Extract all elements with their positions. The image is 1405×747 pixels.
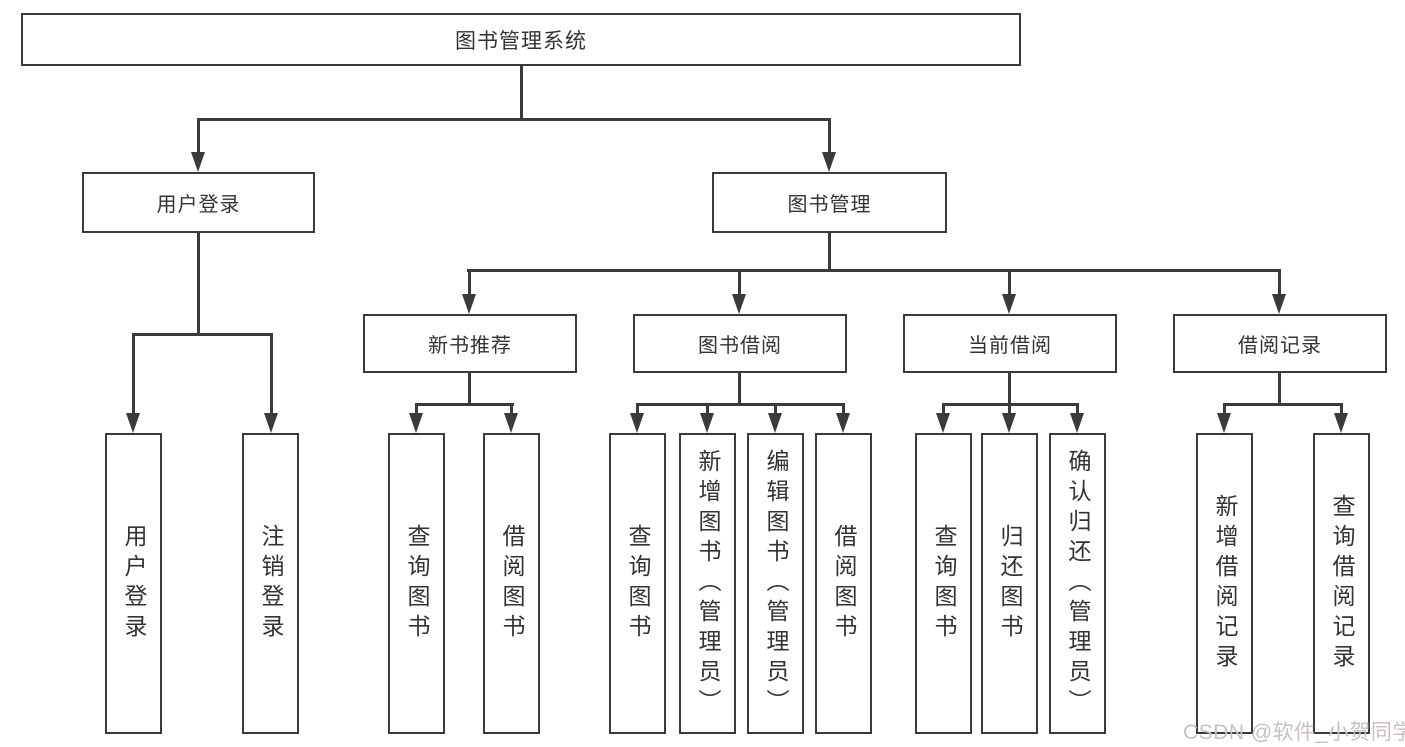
arrowhead-borrow-books-1 xyxy=(504,413,518,433)
arrowhead-return-books xyxy=(1002,413,1016,433)
leaf-edit-books-admin: 编辑图书（管理员） xyxy=(747,433,804,734)
connector-arrow-stem-leaf-logout xyxy=(270,333,273,415)
arrowhead-confirm-return xyxy=(1070,413,1084,433)
leaf-return-books: 归还图书 xyxy=(981,433,1038,734)
connector-book-mgmt-bar xyxy=(467,269,1281,272)
connector-arrow-stem-book-borrow xyxy=(738,269,741,296)
connector-borrow-records-stem xyxy=(1278,372,1281,406)
leaf-label: 查询借阅记录 xyxy=(1329,493,1355,674)
leaf-label: 借阅图书 xyxy=(831,523,857,644)
leaf-label: 归还图书 xyxy=(997,523,1023,644)
leaf-user-login: 用户登录 xyxy=(105,433,162,734)
node-user-login: 用户登录 xyxy=(82,172,315,233)
arrowhead-borrow-records xyxy=(1272,294,1286,314)
connector-new-books-stem xyxy=(468,372,471,406)
node-label: 图书管理 xyxy=(787,194,872,216)
arrowhead-query-borrow-record xyxy=(1334,413,1348,433)
node-label: 借阅记录 xyxy=(1238,335,1322,357)
leaf-add-borrow-record: 新增借阅记录 xyxy=(1196,433,1253,734)
connector-user-login-bar xyxy=(132,333,273,336)
connector-root-stem xyxy=(520,66,523,120)
leaf-label: 注销登录 xyxy=(258,523,284,644)
connector-arrow-stem xyxy=(1076,403,1079,415)
connector-arrow-stem xyxy=(942,403,945,415)
arrowhead-borrow-books-2 xyxy=(836,413,850,433)
connector-book-mgmt-stem xyxy=(828,233,831,272)
node-label: 用户登录 xyxy=(156,194,241,216)
connector-current-borrow-stem xyxy=(1008,372,1011,406)
connector-arrow-stem-book-management xyxy=(828,118,831,154)
leaf-label: 编辑图书（管理员） xyxy=(763,448,789,719)
node-book-borrow: 图书借阅 xyxy=(633,314,847,373)
connector-arrow-stem-new-books xyxy=(468,269,471,296)
leaf-label: 确认归还（管理员） xyxy=(1065,448,1091,719)
leaf-label: 查询图书 xyxy=(625,523,651,644)
connector-arrow-stem xyxy=(1340,403,1343,415)
leaf-query-books-current: 查询图书 xyxy=(915,433,972,734)
connector-arrow-stem-current-borrow xyxy=(1008,269,1011,296)
connector-borrow-records-bar xyxy=(1223,403,1342,406)
arrowhead-query-books-2 xyxy=(630,413,644,433)
arrowhead-query-books-1 xyxy=(409,413,423,433)
csdn-watermark: CSDN @软件_小贺同学 xyxy=(1183,721,1405,744)
connector-book-borrow-bar xyxy=(636,403,844,406)
leaf-label: 查询图书 xyxy=(404,523,430,644)
node-borrow-records: 借阅记录 xyxy=(1173,314,1387,373)
arrowhead-leaf-login xyxy=(126,413,140,433)
connector-arrow-stem xyxy=(1008,403,1011,415)
leaf-borrow-books-new: 借阅图书 xyxy=(483,433,540,734)
arrowhead-add-borrow-record xyxy=(1217,413,1231,433)
connector-arrow-stem-leaf-login xyxy=(132,333,135,415)
arrowhead-book-management xyxy=(822,152,836,172)
leaf-label: 查询图书 xyxy=(931,523,957,644)
node-new-book-recommend: 新书推荐 xyxy=(363,314,577,373)
connector-arrow-stem xyxy=(706,403,709,415)
node-label: 当前借阅 xyxy=(968,335,1052,357)
arrowhead-edit-books xyxy=(768,413,782,433)
leaf-label: 新增图书（管理员） xyxy=(695,448,721,719)
connector-arrow-stem xyxy=(510,403,513,415)
leaf-label: 新增借阅记录 xyxy=(1212,493,1238,674)
leaf-query-books-borrow: 查询图书 xyxy=(609,433,666,734)
leaf-add-books-admin: 新增图书（管理员） xyxy=(679,433,736,734)
arrowhead-add-books xyxy=(700,413,714,433)
connector-arrow-stem-user-login xyxy=(197,118,200,154)
connector-book-borrow-stem xyxy=(738,372,741,406)
connector-new-books-bar xyxy=(415,403,514,406)
arrowhead-current-borrow xyxy=(1002,294,1016,314)
connector-arrow-stem-borrow-records xyxy=(1278,269,1281,296)
node-current-borrow: 当前借阅 xyxy=(903,314,1117,373)
connector-arrow-stem xyxy=(774,403,777,415)
leaf-label: 用户登录 xyxy=(121,523,147,644)
node-label: 新书推荐 xyxy=(428,335,512,357)
node-label: 图书管理系统 xyxy=(455,29,587,53)
leaf-query-borrow-record: 查询借阅记录 xyxy=(1313,433,1370,734)
node-book-management: 图书管理 xyxy=(712,172,947,233)
arrowhead-book-borrow xyxy=(732,294,746,314)
connector-arrow-stem xyxy=(415,403,418,415)
leaf-query-books-new: 查询图书 xyxy=(388,433,445,734)
node-root-library-management-system: 图书管理系统 xyxy=(21,13,1021,66)
leaf-borrow-books-borrow: 借阅图书 xyxy=(815,433,872,734)
connector-root-bar xyxy=(197,118,831,121)
arrowhead-user-login xyxy=(191,152,205,172)
arrowhead-new-books xyxy=(462,294,476,314)
arrowhead-leaf-logout xyxy=(264,413,278,433)
leaf-confirm-return-admin: 确认归还（管理员） xyxy=(1049,433,1106,734)
connector-arrow-stem xyxy=(636,403,639,415)
connector-arrow-stem xyxy=(842,403,845,415)
connector-arrow-stem xyxy=(1223,403,1226,415)
leaf-logout: 注销登录 xyxy=(242,433,299,734)
connector-user-login-stem xyxy=(197,233,200,336)
arrowhead-query-books-3 xyxy=(936,413,950,433)
leaf-label: 借阅图书 xyxy=(499,523,525,644)
node-label: 图书借阅 xyxy=(698,335,782,357)
